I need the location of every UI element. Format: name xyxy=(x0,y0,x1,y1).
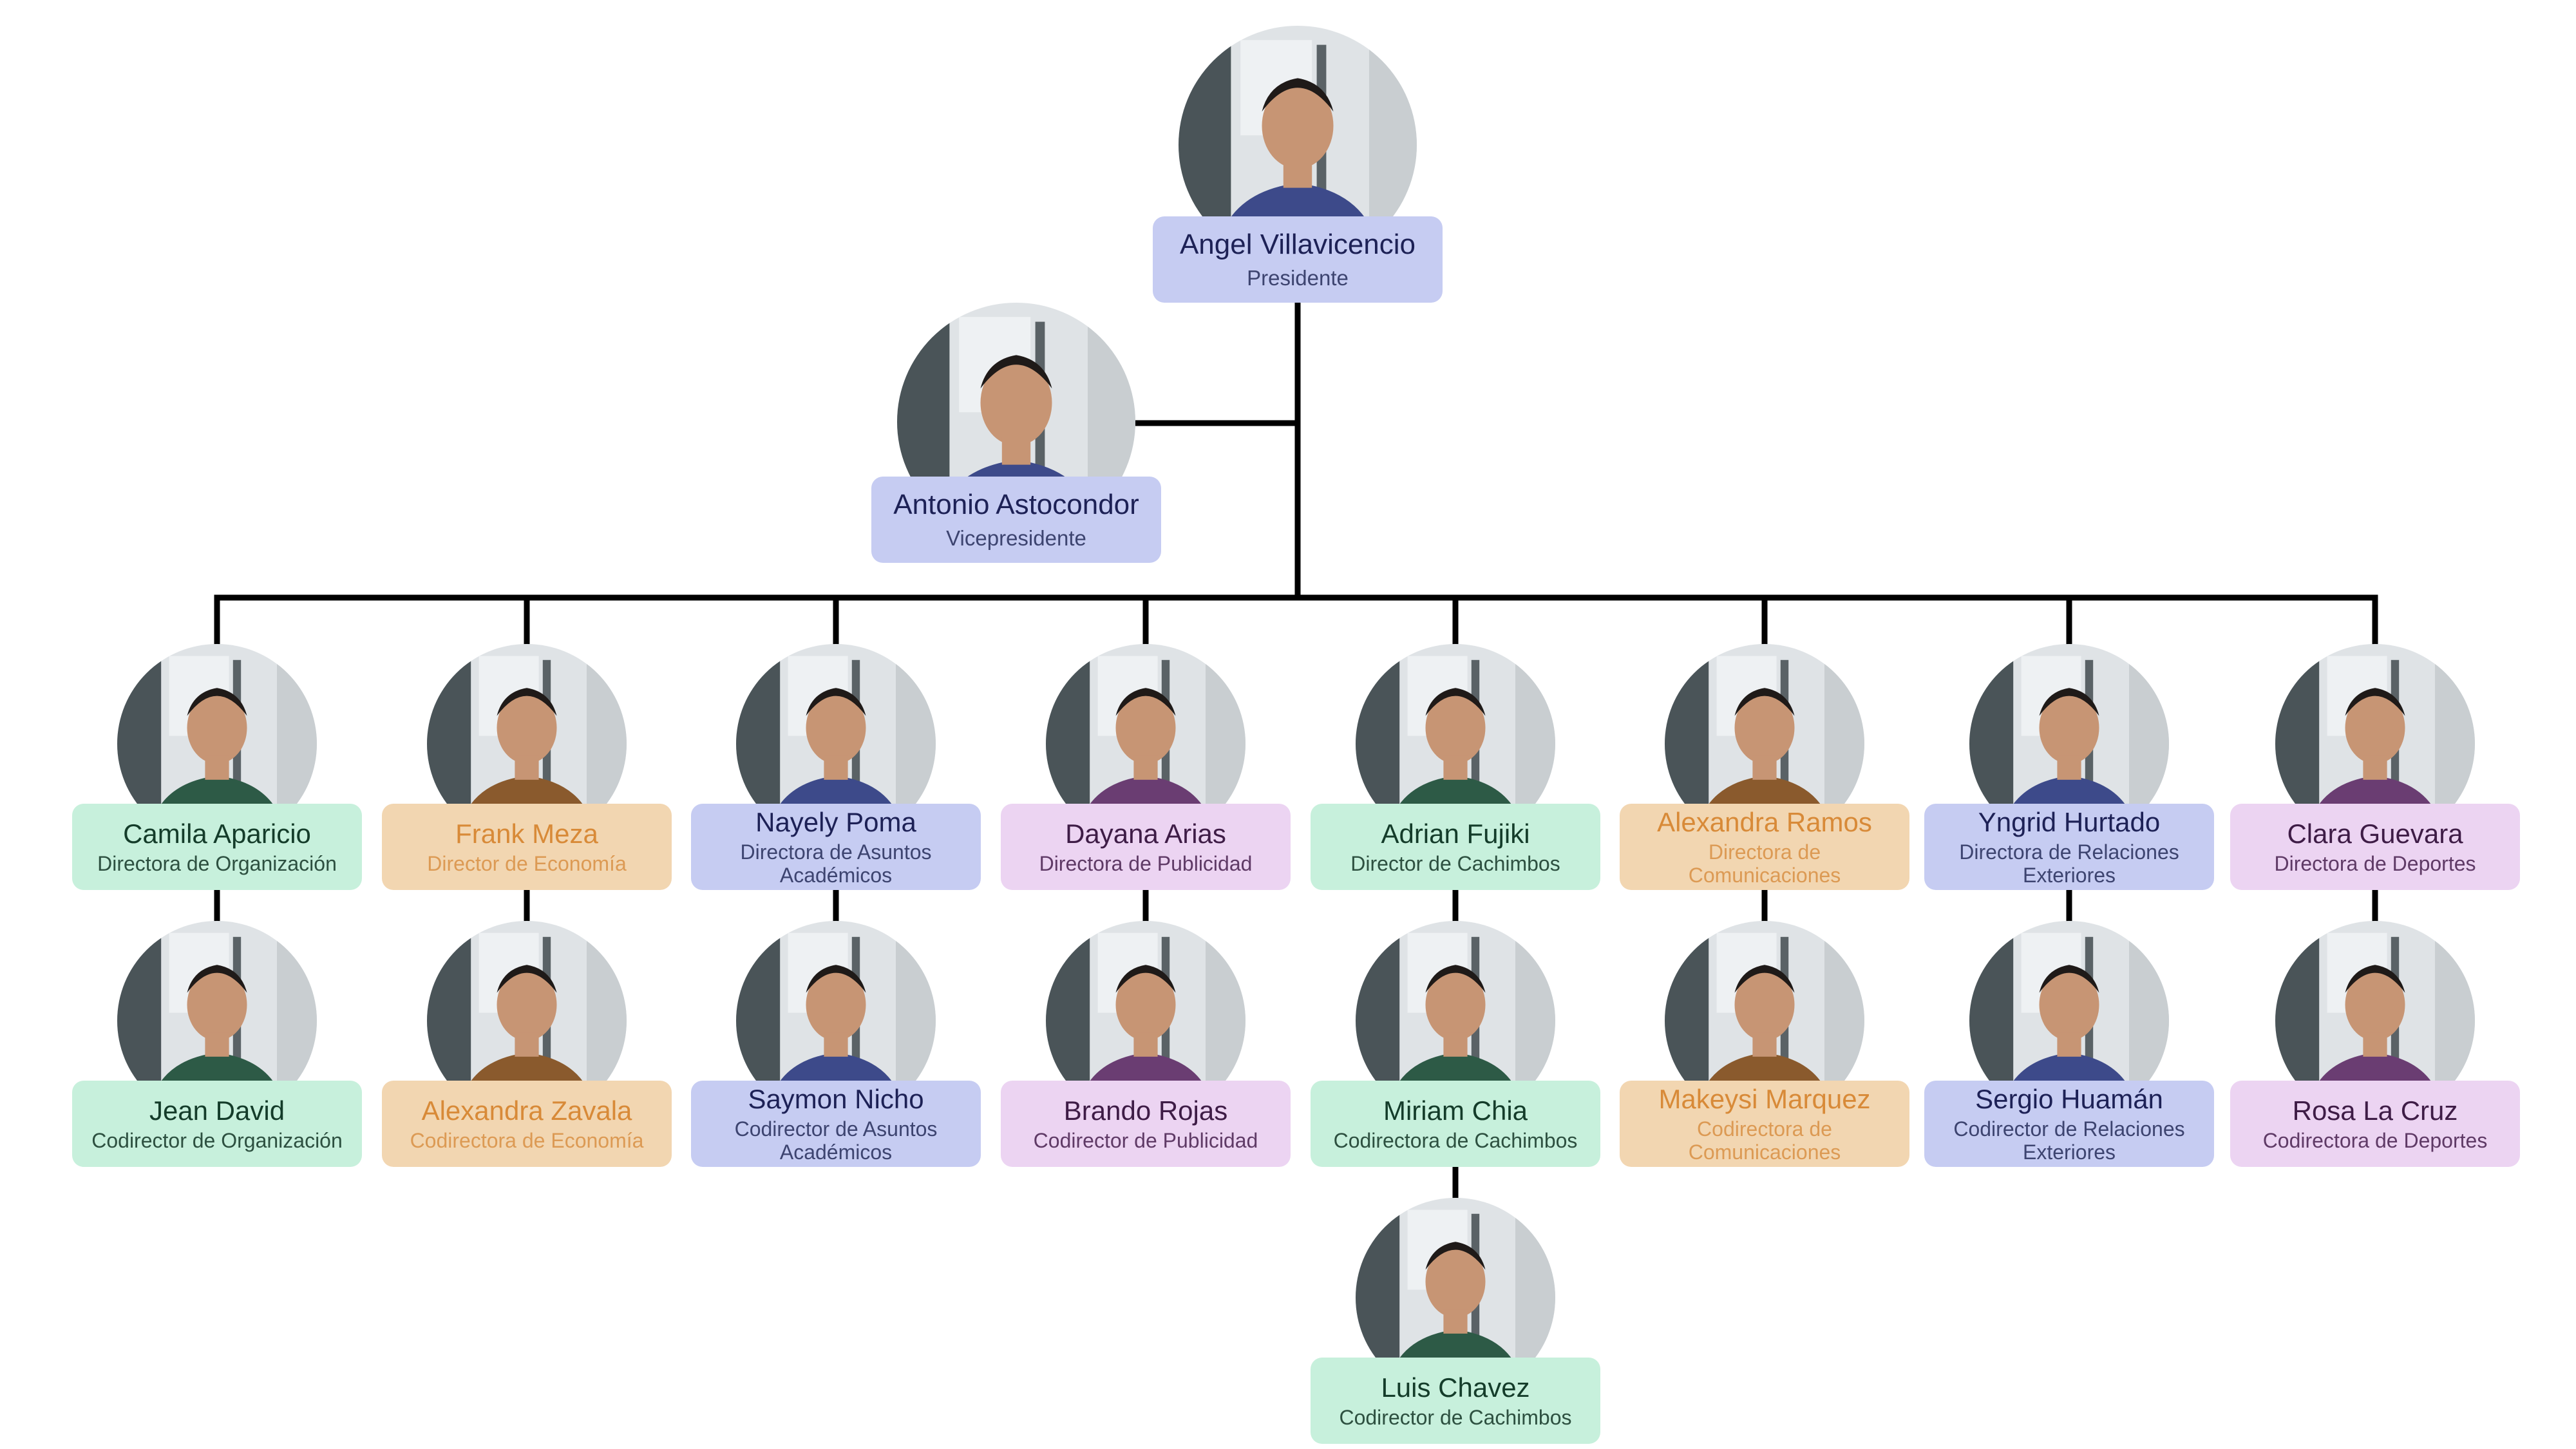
person-role: Codirectora de Cachimbos xyxy=(1333,1128,1578,1152)
person-role: Directora de Relaciones Exteriores xyxy=(1959,840,2179,887)
person-role: Directora de Asuntos Académicos xyxy=(740,840,932,887)
person-name: Yngrid Hurtado xyxy=(1978,806,2161,837)
person-role: Codirector de Publicidad xyxy=(1033,1128,1258,1152)
person-role: Director de Cachimbos xyxy=(1350,851,1560,875)
person-name: Camila Aparicio xyxy=(123,818,311,849)
person-name: Makeysi Marquez xyxy=(1658,1083,1871,1114)
person-name: Adrian Fujiki xyxy=(1381,818,1530,849)
person-name: Sergio Huamán xyxy=(1975,1083,2163,1114)
person-name: Dayana Arias xyxy=(1065,818,1226,849)
person-name: Angel Villavicencio xyxy=(1179,228,1416,260)
person-role: Codirector de Cachimbos xyxy=(1339,1405,1572,1429)
person-role: Directora de Deportes xyxy=(2274,851,2476,875)
person-role: Presidente xyxy=(1247,266,1349,290)
person-role: Codirectora de Deportes xyxy=(2262,1128,2488,1152)
person-name: Antonio Astocondor xyxy=(893,488,1139,520)
person-name: Alexandra Ramos xyxy=(1657,806,1872,837)
person-name: Brando Rojas xyxy=(1063,1095,1228,1126)
person-role: Codirectora de Economía xyxy=(410,1128,644,1152)
person-role: Directora de Publicidad xyxy=(1039,851,1253,875)
person-role: Codirector de Asuntos Académicos xyxy=(734,1117,938,1164)
person-role: Codirector de Relaciones Exteriores xyxy=(1953,1117,2185,1164)
person-name: Clara Guevara xyxy=(2287,818,2463,849)
person-role: Codirector de Organización xyxy=(91,1128,343,1152)
person-name: Saymon Nicho xyxy=(748,1083,924,1114)
person-name: Jean David xyxy=(149,1095,285,1126)
person-name: Rosa La Cruz xyxy=(2292,1095,2458,1126)
person-name: Luis Chavez xyxy=(1381,1372,1530,1403)
person-role: Directora de Organización xyxy=(97,851,337,875)
person-role: Directora de Comunicaciones xyxy=(1688,840,1841,887)
person-role: Director de Economía xyxy=(427,851,627,875)
person-name: Frank Meza xyxy=(455,818,598,849)
person-name: Miriam Chia xyxy=(1383,1095,1528,1126)
person-role: Codirectora de Comunicaciones xyxy=(1688,1117,1841,1164)
person-name: Alexandra Zavala xyxy=(421,1095,632,1126)
person-role: Vicepresidente xyxy=(946,526,1086,551)
person-name: Nayely Poma xyxy=(755,806,916,837)
